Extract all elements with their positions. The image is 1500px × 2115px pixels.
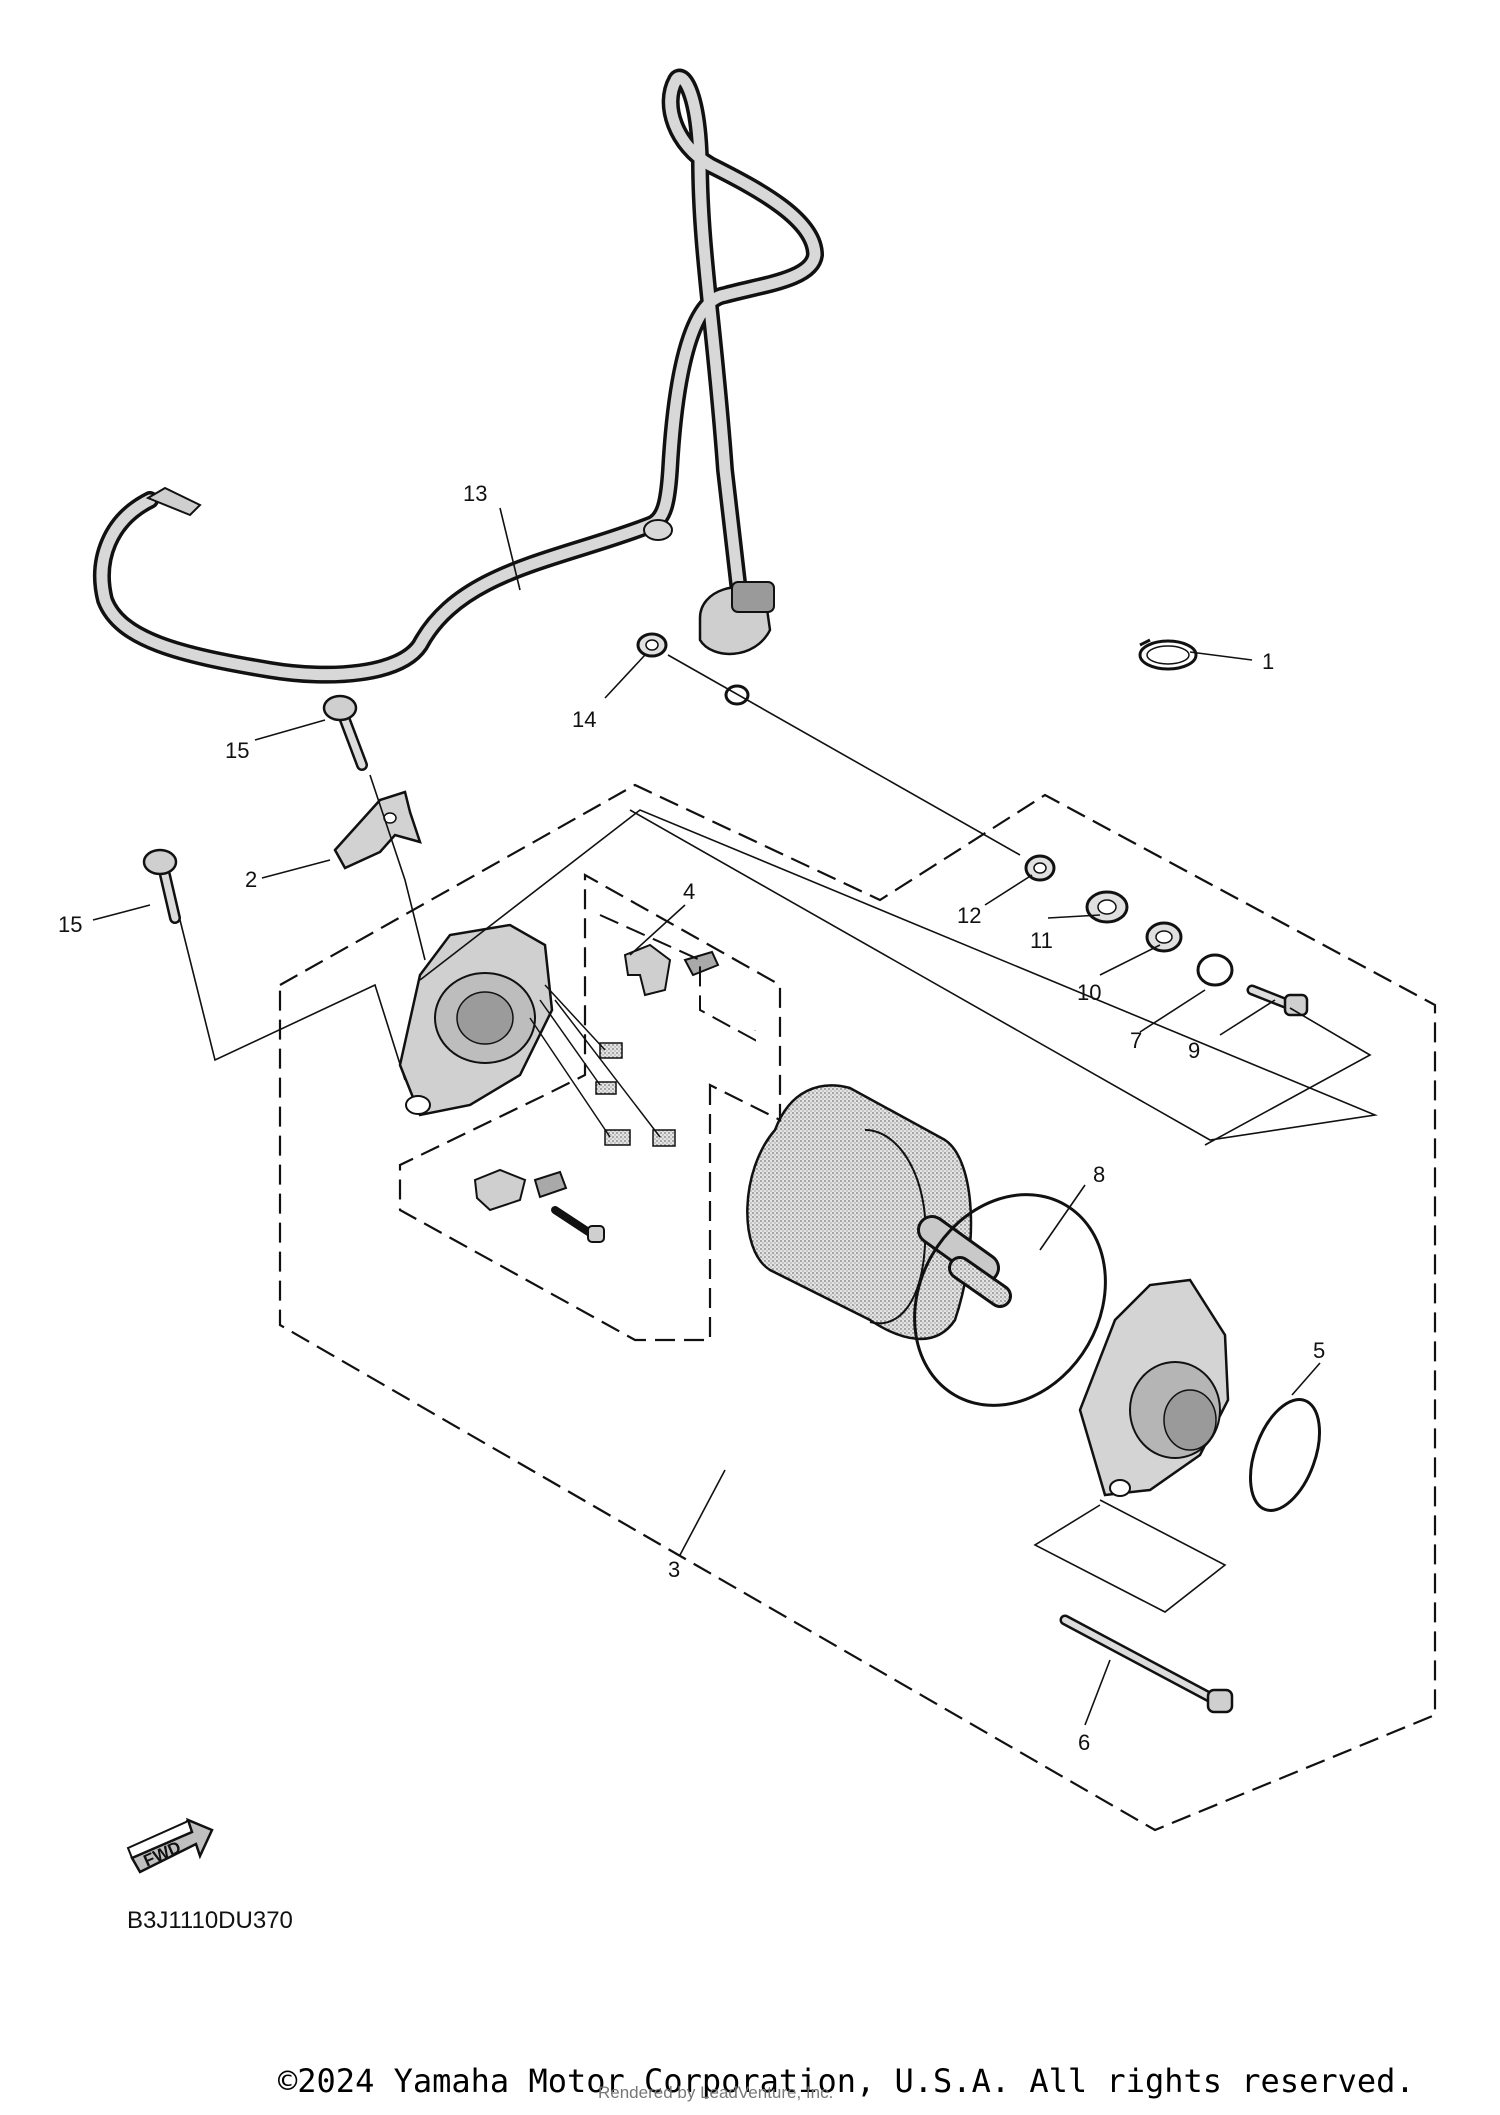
o-ring-7 <box>1196 953 1234 987</box>
callout-1: 1 <box>1262 649 1274 674</box>
fwd-label: FWD <box>141 1837 184 1870</box>
nut-14 <box>636 632 668 658</box>
motor-yoke <box>746 1084 1012 1341</box>
leader-lines <box>92 507 1321 1726</box>
callout-15-lower: 15 <box>58 912 82 937</box>
through-bolt-6 <box>1059 1614 1234 1714</box>
o-ring-8 <box>913 1193 1107 1407</box>
copyright-notice: ©2024 Yamaha Motor Corporation, U.S.A. A… <box>278 2062 1415 2100</box>
assembly-outline-3 <box>278 783 1437 1832</box>
callout-2: 2 <box>245 867 257 892</box>
starter-cable <box>93 68 824 684</box>
brush-springs <box>529 984 676 1147</box>
fwd-arrow-icon: FWD <box>126 1817 214 1874</box>
callout-11: 11 <box>1030 928 1053 953</box>
callout-7: 7 <box>1130 1028 1142 1053</box>
washer-upper <box>724 684 750 706</box>
callout-14: 14 <box>572 707 596 732</box>
rear-cover <box>1078 1278 1230 1497</box>
callout-9: 9 <box>1188 1038 1200 1063</box>
guide-lines <box>179 654 1378 1613</box>
bracket-2 <box>333 790 422 870</box>
front-cover <box>398 923 554 1117</box>
callout-8: 8 <box>1093 1162 1105 1187</box>
diagram-code: B3J1110DU370 <box>127 1907 293 1934</box>
bolt-15-lower <box>142 848 181 924</box>
o-ring-5 <box>1249 1398 1321 1512</box>
clamp <box>1138 638 1198 671</box>
callout-15-upper: 15 <box>225 738 249 763</box>
rendered-by-notice: Rendered by LeadVenture, Inc. <box>598 2083 834 2102</box>
callout-3: 3 <box>668 1557 680 1582</box>
callout-6: 6 <box>1078 1730 1090 1755</box>
callout-4: 4 <box>683 879 695 904</box>
callout-13: 13 <box>463 481 487 506</box>
brush-set-upper <box>623 943 720 997</box>
nut-12 <box>1024 854 1056 882</box>
callout-10: 10 <box>1077 980 1101 1005</box>
brush-set-lower <box>473 1168 605 1243</box>
callout-12: 12 <box>957 903 981 928</box>
assembly-outline-4 <box>599 914 756 1042</box>
callout-5: 5 <box>1313 1338 1325 1363</box>
callout-labels: 1 2 3 4 5 6 7 8 9 10 11 12 13 14 15 15 <box>58 481 1325 1755</box>
washer-11 <box>1085 890 1129 924</box>
washer-10 <box>1145 921 1183 953</box>
bolt-9 <box>1246 984 1309 1017</box>
bolt-15-upper <box>322 694 368 771</box>
